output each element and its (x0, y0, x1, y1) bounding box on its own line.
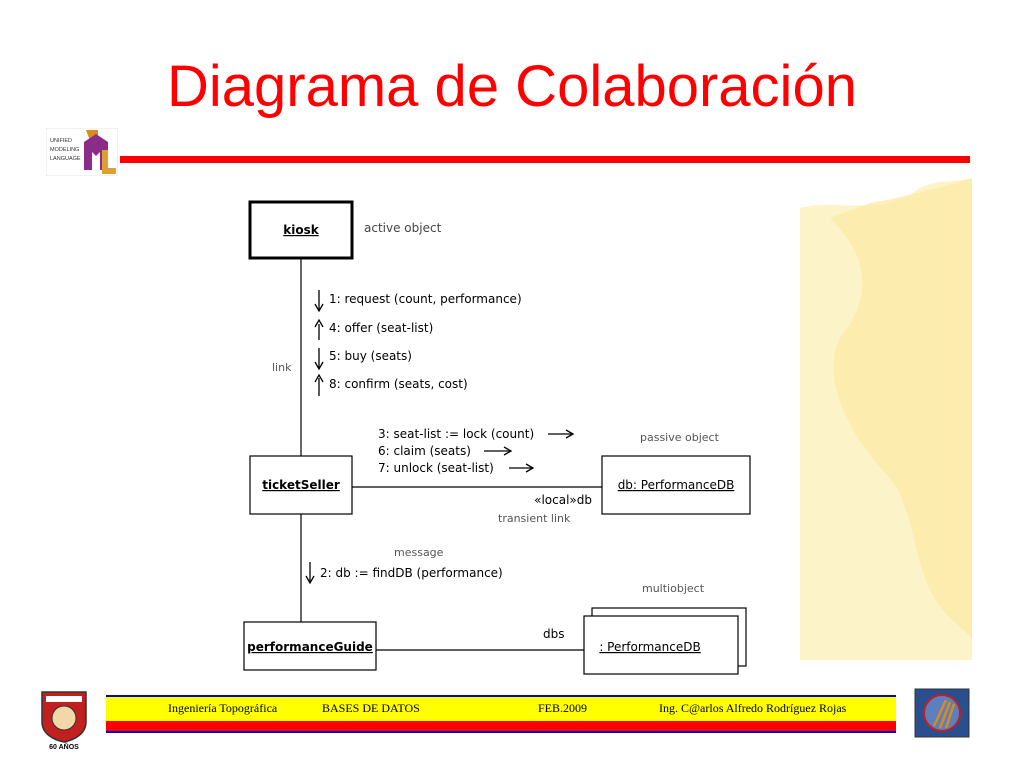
slide-title: Diagrama de Colaboración (167, 54, 857, 119)
message-label: 4: offer (seat-list) (329, 321, 433, 335)
guide-message-arrow (305, 562, 315, 585)
faculty-emblem (914, 688, 970, 738)
logo-text-line: LANGUAGE (50, 156, 81, 162)
footer-subject: BASES DE DATOS (322, 701, 420, 715)
message-label: 3: seat-list := lock (count) (378, 427, 534, 441)
logo-text-line: UNIFIED (50, 138, 72, 144)
local-db-label: «local»db (534, 493, 592, 507)
title-underline (120, 156, 970, 163)
link-label: link (272, 361, 292, 374)
performanceguide-label: performanceGuide (247, 640, 373, 654)
footer-author: Ing. C@arlos Alfredo Rodríguez Rojas (659, 701, 847, 715)
performancedb-object (601, 455, 751, 515)
active-object-label: active object (364, 221, 442, 235)
university-seal: 60 AÑOS (41, 691, 87, 750)
background-shape (800, 178, 972, 660)
footer-yellow-band (106, 695, 896, 721)
message-annotation-label: message (394, 546, 444, 559)
message-label: 8: confirm (seats, cost) (329, 377, 468, 391)
message-label: 6: claim (seats) (378, 444, 471, 458)
uml-logo: UNIFIED MODELING LANGUAGE (46, 128, 118, 176)
kiosk-label: kiosk (283, 223, 319, 237)
multiobject-db-label: : PerformanceDB (599, 640, 700, 654)
ticketseller-label: ticketSeller (262, 478, 340, 492)
logo-text-line: MODELING (50, 147, 79, 153)
collaboration-diagram: kiosk active object link 1: request (cou… (243, 200, 751, 675)
passive-object-label: passive object (640, 431, 720, 444)
multiobject-label: multiobject (642, 582, 705, 595)
performancedb-label: db: PerformanceDB (618, 478, 735, 492)
message-label: 5: buy (seats) (329, 349, 412, 363)
footer-bar: Ingeniería Topográfica BASES DE DATOS FE… (106, 695, 896, 735)
footer-date: FEB.2009 (538, 701, 588, 715)
footer-course: Ingeniería Topográfica (168, 701, 278, 715)
seal-text: 60 AÑOS (49, 742, 79, 750)
message-label: 7: unlock (seat-list) (378, 461, 494, 475)
footer-red-band (106, 721, 896, 733)
message-label: 2: db := findDB (performance) (320, 566, 503, 580)
performanceguide-object (243, 621, 377, 671)
message-label: 1: request (count, performance) (329, 292, 522, 306)
multiobject-front (583, 615, 739, 675)
transient-link-label: transient link (498, 512, 571, 525)
dbs-label: dbs (543, 627, 565, 641)
kiosk-message-arrows (314, 290, 324, 396)
db-message-arrows (484, 429, 575, 473)
